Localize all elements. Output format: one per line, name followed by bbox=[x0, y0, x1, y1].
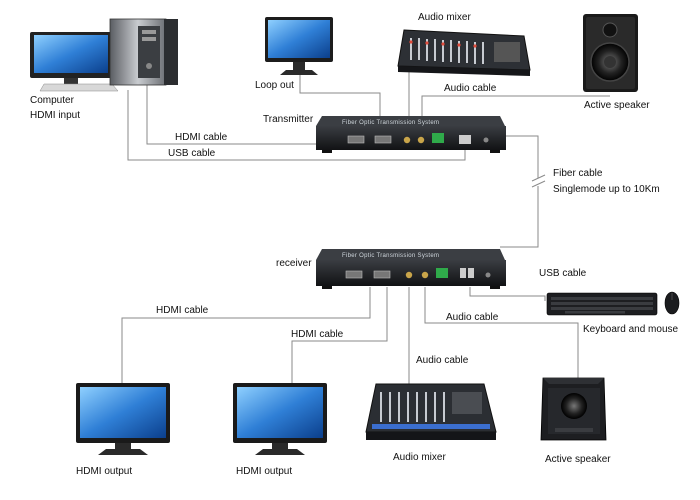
hdmi-cable-mid-wire bbox=[291, 287, 388, 385]
receiver-device-title: Fiber Optic Transmission System bbox=[342, 253, 439, 259]
audio-mixer-icon bbox=[365, 383, 497, 440]
transmitter-label: Transmitter bbox=[263, 114, 314, 125]
transmitter-device-title: Fiber Optic Transmission System bbox=[342, 120, 439, 126]
active-speaker-bottom-label: Active speaker bbox=[545, 454, 611, 465]
fiber-cable-label: Fiber cable bbox=[553, 168, 603, 179]
receiver-label: receiver bbox=[276, 258, 312, 269]
hdmi-cable-left-label: HDMI cable bbox=[156, 305, 209, 316]
audio-cable-bottom-label: Audio cable bbox=[446, 312, 499, 323]
transmitter-device: Fiber Optic Transmission System bbox=[316, 116, 506, 153]
audio-cable-top-label: Audio cable bbox=[444, 83, 497, 94]
computer-icon bbox=[30, 18, 178, 92]
fiber-cable-wire-lower bbox=[500, 186, 539, 248]
audio-mixer-icon bbox=[397, 29, 531, 76]
active-speaker-top-label: Active speaker bbox=[584, 100, 650, 111]
usb-cable-bottom-wire bbox=[469, 287, 546, 301]
fiber-cable-wire bbox=[500, 135, 539, 178]
hdmi-cable-mid-label: HDMI cable bbox=[291, 329, 344, 340]
audio-cable-mid-label: Audio cable bbox=[416, 355, 469, 366]
hdmi-output-1-label: HDMI output bbox=[76, 466, 132, 477]
computer-label: Computer bbox=[30, 95, 75, 106]
loop-out-wire bbox=[299, 73, 381, 116]
usb-cable-top-wire bbox=[127, 90, 466, 161]
fiber-break-2 bbox=[531, 180, 546, 188]
singlemode-label: Singlemode up to 10Km bbox=[553, 184, 660, 195]
hdmi-output-2-label: HDMI output bbox=[236, 466, 292, 477]
monitor-icon bbox=[233, 383, 327, 455]
audio-cable-bottom-wire bbox=[424, 287, 579, 378]
monitor-icon bbox=[265, 17, 333, 75]
loop-out-label: Loop out bbox=[255, 80, 294, 91]
speaker-audio-wire bbox=[421, 95, 610, 116]
audio-mixer-bottom-label: Audio mixer bbox=[393, 452, 446, 463]
usb-cable-bottom-label: USB cable bbox=[539, 268, 587, 279]
wires bbox=[120, 66, 610, 385]
hdmi-cable-left-wire bbox=[121, 287, 371, 385]
usb-cable-top-label: USB cable bbox=[168, 148, 216, 159]
speaker-icon bbox=[540, 377, 607, 441]
receiver-device: Fiber Optic Transmission System bbox=[316, 249, 506, 289]
audio-mixer-top-label: Audio mixer bbox=[418, 12, 471, 23]
mouse-icon bbox=[664, 291, 680, 315]
speaker-icon bbox=[583, 14, 638, 92]
hdmi-cable-top-label: HDMI cable bbox=[175, 132, 228, 143]
monitor-icon bbox=[76, 383, 170, 455]
fiber-break-1 bbox=[531, 174, 546, 182]
keyboard-icon bbox=[546, 292, 658, 316]
keyboard-mouse-label: Keyboard and mouse bbox=[583, 324, 679, 335]
hdmi-input-label: HDMI input bbox=[30, 110, 80, 121]
